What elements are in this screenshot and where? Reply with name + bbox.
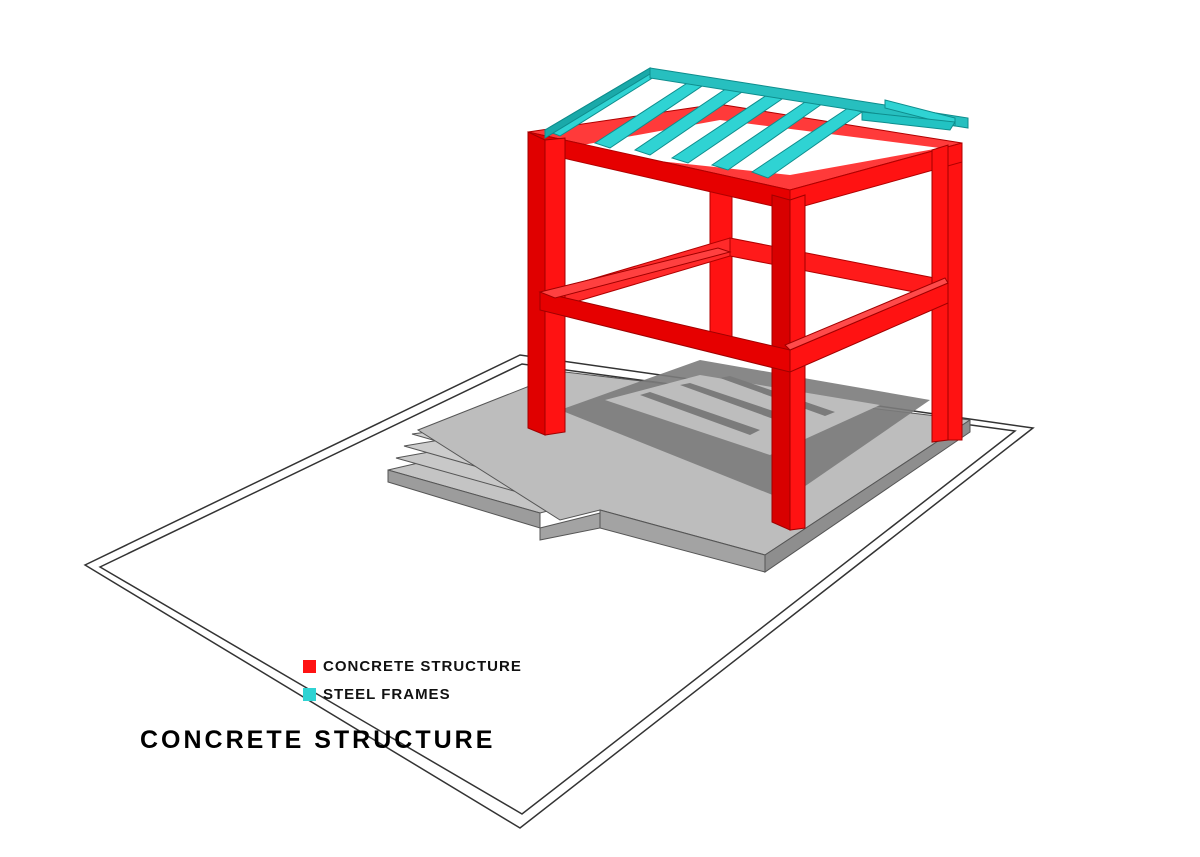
legend-item-concrete: CONCRETE STRUCTURE (303, 655, 522, 677)
site-boundary (83, 354, 1035, 829)
legend-label-concrete: CONCRETE STRUCTURE (323, 657, 522, 675)
legend-item-steel: STEEL FRAMES (303, 683, 522, 705)
diagram-title: CONCRETE STRUCTURE (140, 726, 496, 754)
legend: CONCRETE STRUCTURE STEEL FRAMES (303, 655, 522, 711)
concrete-swatch (303, 659, 316, 673)
steel-swatch (303, 687, 316, 701)
steel-roof-frames (543, 67, 969, 179)
mid-floor-beams (538, 247, 949, 373)
legend-label-steel: STEEL FRAMES (323, 685, 451, 703)
shadow-gaps (605, 375, 880, 455)
back-beams (554, 237, 946, 309)
